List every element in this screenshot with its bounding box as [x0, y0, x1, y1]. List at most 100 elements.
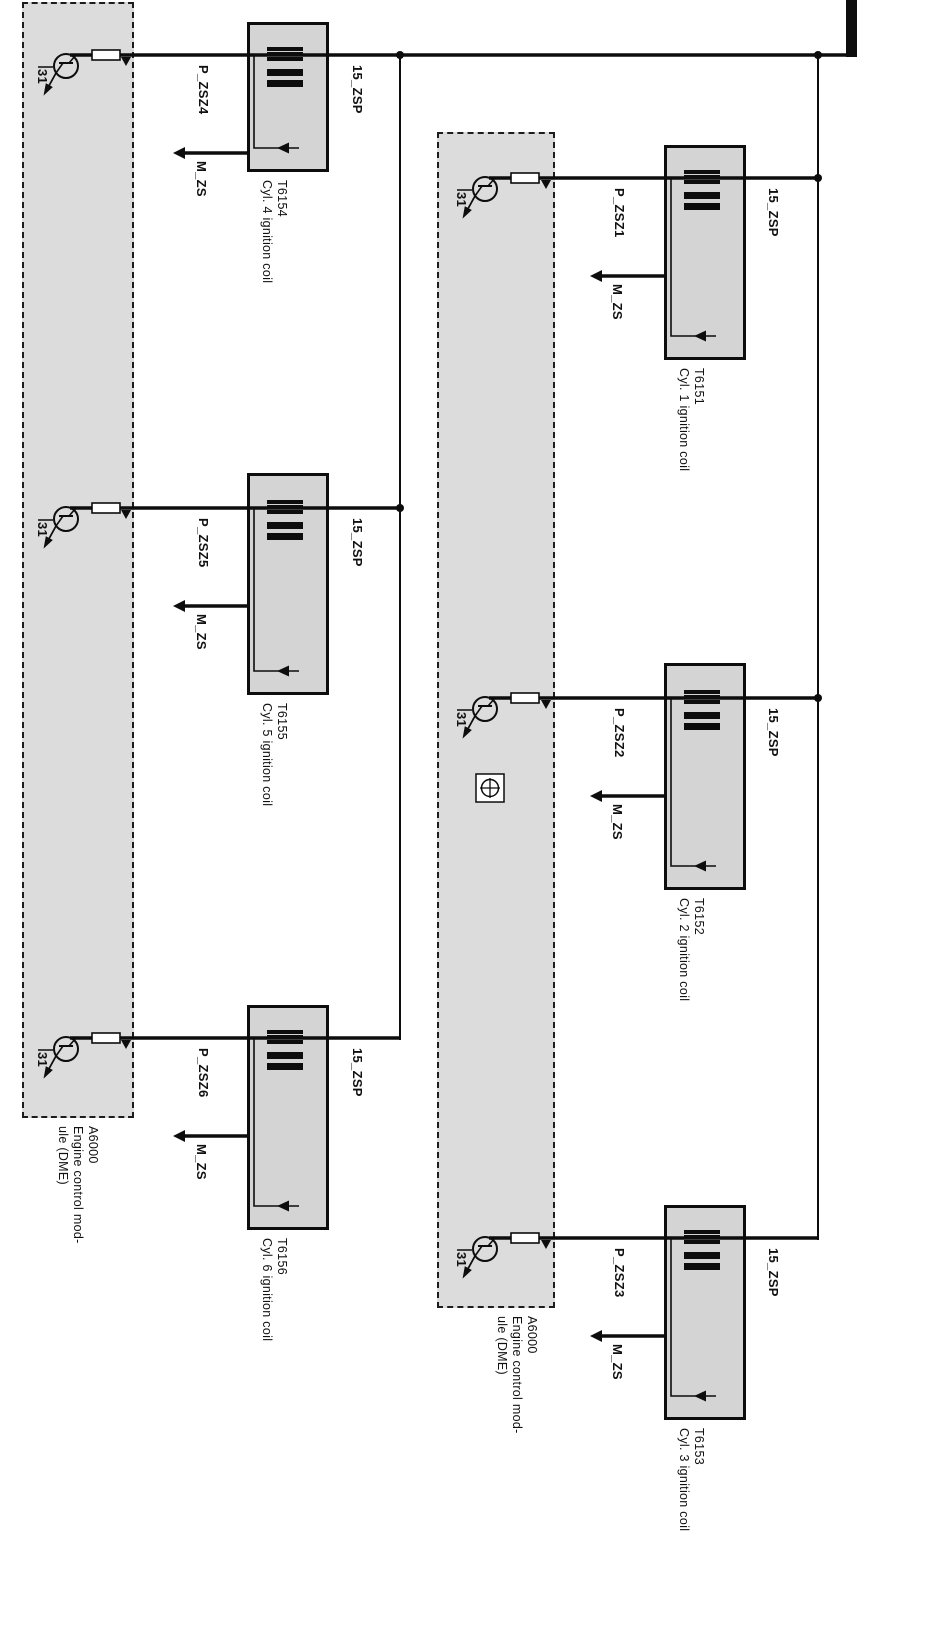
- coil-winding-symbol-t6155: [173, 500, 303, 677]
- control-signal-label-t6156: P_ZSZ6: [196, 1048, 211, 1098]
- ecm-name-line: A6000: [86, 1126, 100, 1164]
- winding-bar: [684, 690, 720, 694]
- m-zs-terminal-arrow: [590, 270, 602, 282]
- control-signal-label-t6152: P_ZSZ2: [612, 708, 627, 758]
- winding-bar: [267, 69, 303, 76]
- internal-connector-symbol: [475, 773, 505, 803]
- spark-output-arrow: [277, 1200, 289, 1212]
- resistor-symbol: [91, 1032, 121, 1044]
- transistor-emitter: [55, 1045, 64, 1057]
- ecm-name-line: Engine control mod-: [71, 1126, 85, 1244]
- winding-bar: [267, 1052, 303, 1059]
- ecm-ground-31-label: 31: [454, 1252, 469, 1268]
- transistor-emitter: [474, 705, 483, 717]
- ground-arrow: [462, 715, 476, 739]
- spark-output-arrow: [694, 860, 706, 872]
- power-signal-label-t6154: 15_ZSP: [350, 65, 365, 114]
- boundary-direction-arrow: [541, 1240, 551, 1249]
- transistor-collector: [487, 177, 496, 187]
- power-feed-bar: [846, 0, 857, 57]
- control-signal-label-t6155: P_ZSZ5: [196, 518, 211, 568]
- boundary-direction-arrow: [121, 57, 131, 66]
- coil-winding-symbol-t6156: [173, 1030, 303, 1212]
- transistor-symbol: [457, 1232, 551, 1279]
- ecm-name-line: Engine control mod-: [510, 1316, 524, 1434]
- transistor-collector: [68, 1037, 77, 1047]
- transistor-circle: [472, 1236, 498, 1262]
- ecm-name-line: ule (DME): [495, 1316, 509, 1375]
- m-zs-terminal-arrow: [590, 790, 602, 802]
- transistor-symbol: [457, 172, 551, 219]
- m-zs-terminal-arrow: [173, 147, 185, 159]
- ground-arrow: [43, 525, 57, 549]
- coil-secondary-path: [670, 178, 716, 337]
- ground-arrow: [43, 1055, 57, 1079]
- transistor-collector: [68, 54, 77, 64]
- ecm-box-right: [437, 132, 555, 1308]
- ecm-ground-31-label: 31: [35, 1052, 50, 1068]
- power-signal-label-t6153: 15_ZSP: [766, 1248, 781, 1297]
- spark-output-arrow: [694, 1390, 706, 1402]
- coil-ground-label-t6152: M_ZS: [610, 804, 625, 840]
- control-signal-label-t6154: P_ZSZ4: [196, 65, 211, 115]
- boundary-direction-arrow: [541, 180, 551, 189]
- power-signal-label-t6156: 15_ZSP: [350, 1048, 365, 1097]
- winding-bar: [267, 522, 303, 529]
- spark-output-arrow: [277, 665, 289, 677]
- transistor-circle: [53, 506, 79, 532]
- spark-output-arrow: [277, 142, 289, 154]
- power-signal-label-t6155: 15_ZSP: [350, 518, 365, 567]
- spark-output-arrow: [694, 330, 706, 342]
- coil-ground-label-t6156: M_ZS: [194, 1144, 209, 1180]
- winding-bar: [267, 500, 303, 504]
- transistor-symbol: [457, 692, 551, 739]
- winding-bar: [267, 52, 303, 56]
- resistor-symbol: [510, 1232, 540, 1244]
- winding-bar: [267, 47, 303, 51]
- winding-bar: [684, 180, 720, 184]
- winding-bar: [267, 57, 303, 61]
- ecm-name-line: A6000: [525, 1316, 539, 1354]
- resistor-symbol: [510, 172, 540, 184]
- winding-bar: [267, 533, 303, 540]
- coil-ground-label-t6151: M_ZS: [610, 284, 625, 320]
- transistor-circle: [472, 696, 498, 722]
- transistor-emitter: [474, 185, 483, 197]
- power-signal-label-t6151: 15_ZSP: [766, 188, 781, 237]
- control-signal-label-t6153: P_ZSZ3: [612, 1248, 627, 1298]
- transistor-symbol: [38, 1032, 131, 1079]
- winding-bar: [267, 1030, 303, 1034]
- winding-bar: [267, 1063, 303, 1070]
- winding-bar: [684, 1235, 720, 1239]
- junction-dot: [396, 504, 404, 512]
- winding-bar: [684, 170, 720, 174]
- coil-winding-symbol-t6154: [173, 47, 303, 159]
- m-zs-terminal-arrow: [173, 1130, 185, 1142]
- ecm-ground-31-label: 31: [35, 69, 50, 85]
- control-signal-label-t6151: P_ZSZ1: [612, 188, 627, 238]
- coil-ground-label-t6154: M_ZS: [194, 161, 209, 197]
- coil-winding-symbol-t6153: [590, 1230, 720, 1402]
- winding-bar: [684, 723, 720, 730]
- winding-bar: [684, 175, 720, 179]
- junction-dot: [396, 51, 404, 59]
- coil-desc-text: Cyl. 5 ignition coil: [260, 703, 274, 807]
- transistor-symbol: [38, 502, 131, 549]
- winding-bar: [684, 712, 720, 719]
- winding-bar: [684, 1263, 720, 1270]
- winding-bar: [684, 1240, 720, 1244]
- transistor-emitter: [55, 515, 64, 527]
- boundary-direction-arrow: [121, 1040, 131, 1049]
- connector-cross: [480, 778, 500, 798]
- transistor-circle: [53, 1036, 79, 1062]
- m-zs-terminal-arrow: [590, 1330, 602, 1342]
- ecm-name-line: ule (DME): [56, 1126, 70, 1185]
- winding-bar: [267, 505, 303, 509]
